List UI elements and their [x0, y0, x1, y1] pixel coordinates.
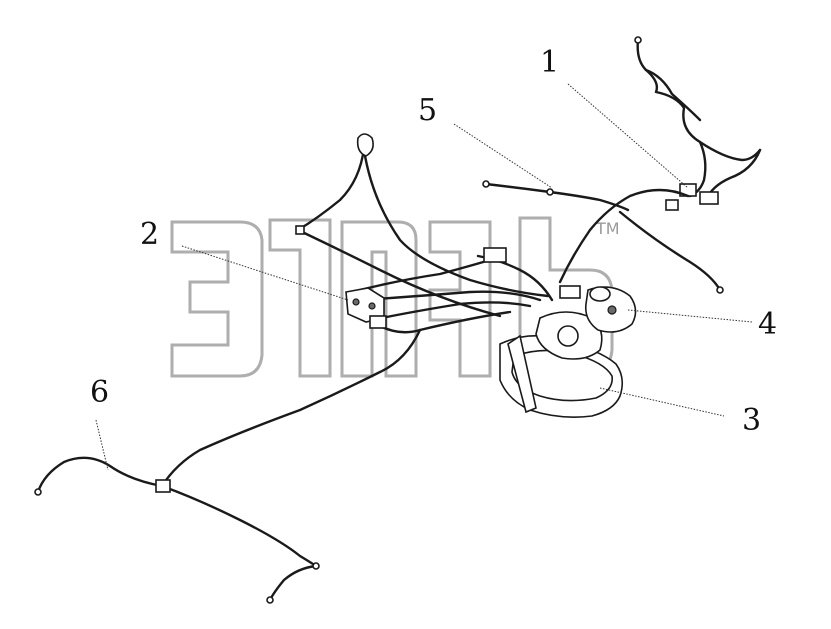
watermark-tm: TM [595, 219, 620, 238]
harness-central [295, 133, 554, 334]
leader-lines [95, 83, 753, 471]
terminal-5 [482, 180, 490, 188]
connector-1c [665, 199, 679, 211]
callout-6: 6 [90, 375, 109, 410]
callout-2: 2 [140, 217, 159, 252]
connector-central-a [483, 247, 507, 263]
harness-6 [34, 328, 422, 604]
callout-labels: 1 2 3 4 5 6 [90, 45, 777, 438]
component-2 [345, 287, 387, 329]
component-3 [499, 311, 624, 418]
callout-3: 3 [742, 403, 761, 438]
harness-1 [558, 36, 762, 294]
connector-1b [699, 191, 719, 205]
callout-4: 4 [758, 307, 777, 342]
clip-5 [546, 188, 554, 196]
sensor-top [356, 133, 374, 157]
component-4 [559, 285, 637, 333]
callout-1: 1 [540, 45, 559, 80]
harness-5 [482, 180, 630, 212]
terminal-1-top [634, 36, 642, 44]
callout-5: 5 [418, 93, 437, 128]
terminal-1 [716, 286, 724, 294]
connector-central-b [295, 225, 305, 235]
clip-6 [155, 479, 171, 493]
